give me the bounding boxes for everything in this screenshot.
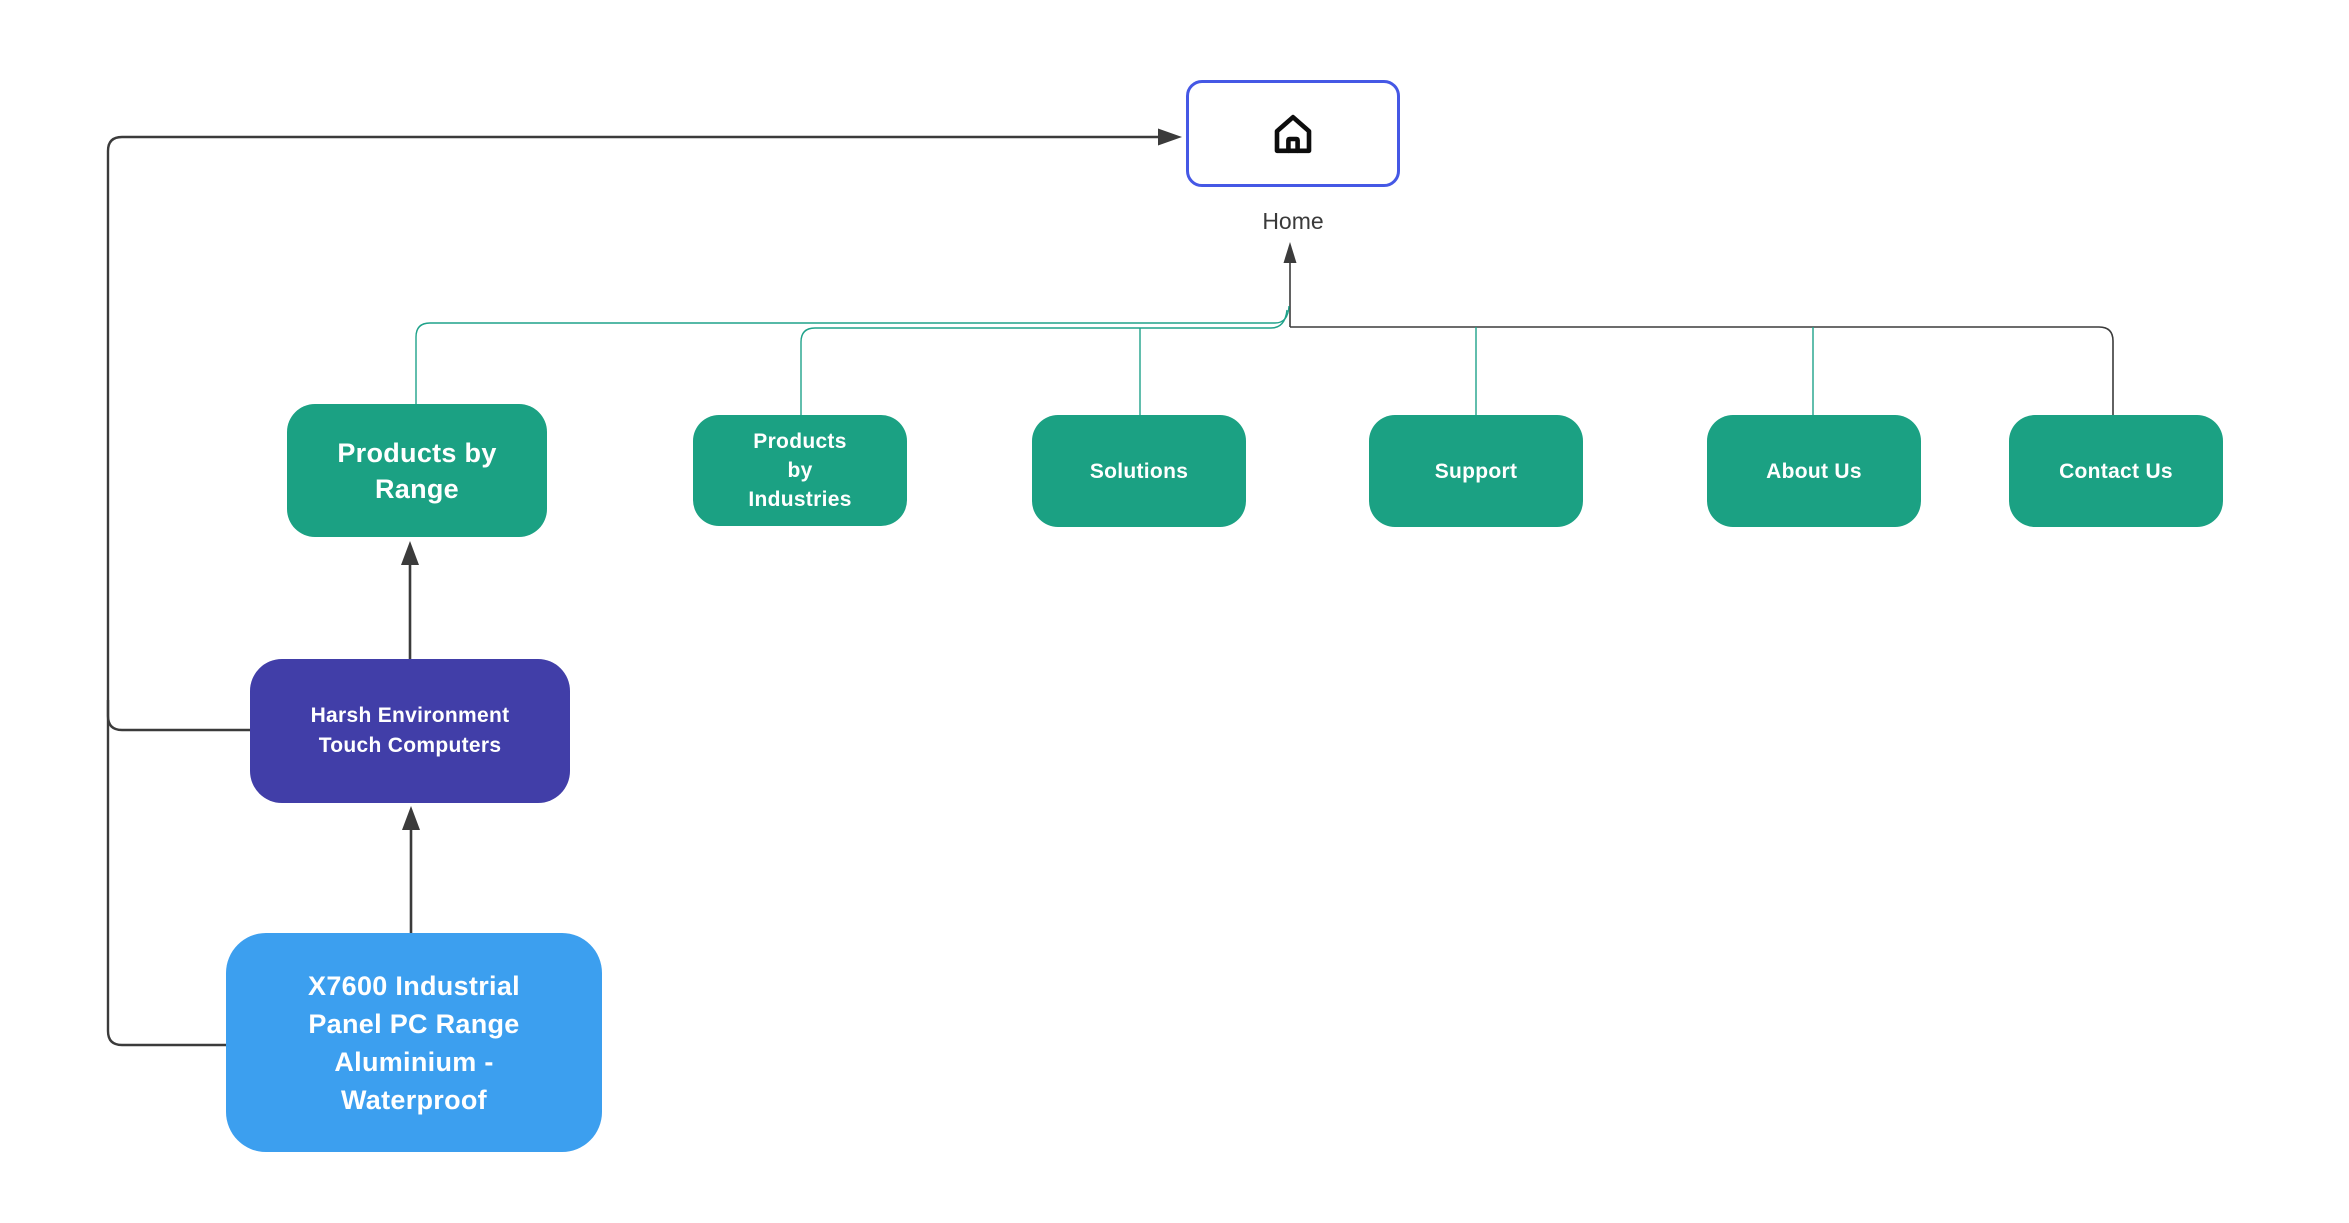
node-label: About Us — [1766, 459, 1862, 483]
arrowhead-home-left — [1158, 128, 1182, 146]
node-label: Support — [1434, 459, 1518, 483]
node-solutions[interactable]: Solutions — [1032, 415, 1246, 527]
node-about-us[interactable]: About Us — [1707, 415, 1921, 527]
node-label: Products by Range — [337, 437, 497, 504]
node-home[interactable] — [1186, 80, 1400, 187]
node-support[interactable]: Support — [1369, 415, 1583, 527]
node-products-by-industries[interactable]: Products by Industries — [693, 415, 907, 526]
node-home-label: Home — [1262, 208, 1324, 234]
edge-x7600-home — [106, 135, 1158, 1047]
node-label: Contact Us — [2059, 459, 2173, 483]
node-label: Solutions — [1089, 459, 1189, 483]
edge-harsh-home-branch — [106, 700, 252, 732]
node-label: Harsh Environment Touch Computers — [310, 704, 510, 757]
edge-trunk-products-by-industries — [800, 309, 1288, 416]
node-harsh-environment-touch-computers[interactable]: Harsh Environment Touch Computers — [250, 659, 570, 803]
arrowhead-harsh — [402, 806, 420, 830]
node-contact-us[interactable]: Contact Us — [2009, 415, 2223, 527]
node-x7600-industrial-panel-pc-range[interactable]: X7600 Industrial Panel PC Range Aluminiu… — [226, 933, 602, 1152]
arrowhead-products-by-range — [401, 541, 419, 565]
node-label: X7600 Industrial Panel PC Range Aluminiu… — [308, 970, 520, 1115]
edge-trunk-products-by-range — [415, 305, 1290, 405]
node-products-by-range[interactable]: Products by Range — [287, 404, 547, 537]
edge-trunk-contact-us — [1290, 326, 2114, 415]
home-icon — [1274, 114, 1312, 153]
arrowhead-home-label — [1283, 242, 1297, 263]
node-label: Products by Industries — [748, 430, 852, 511]
